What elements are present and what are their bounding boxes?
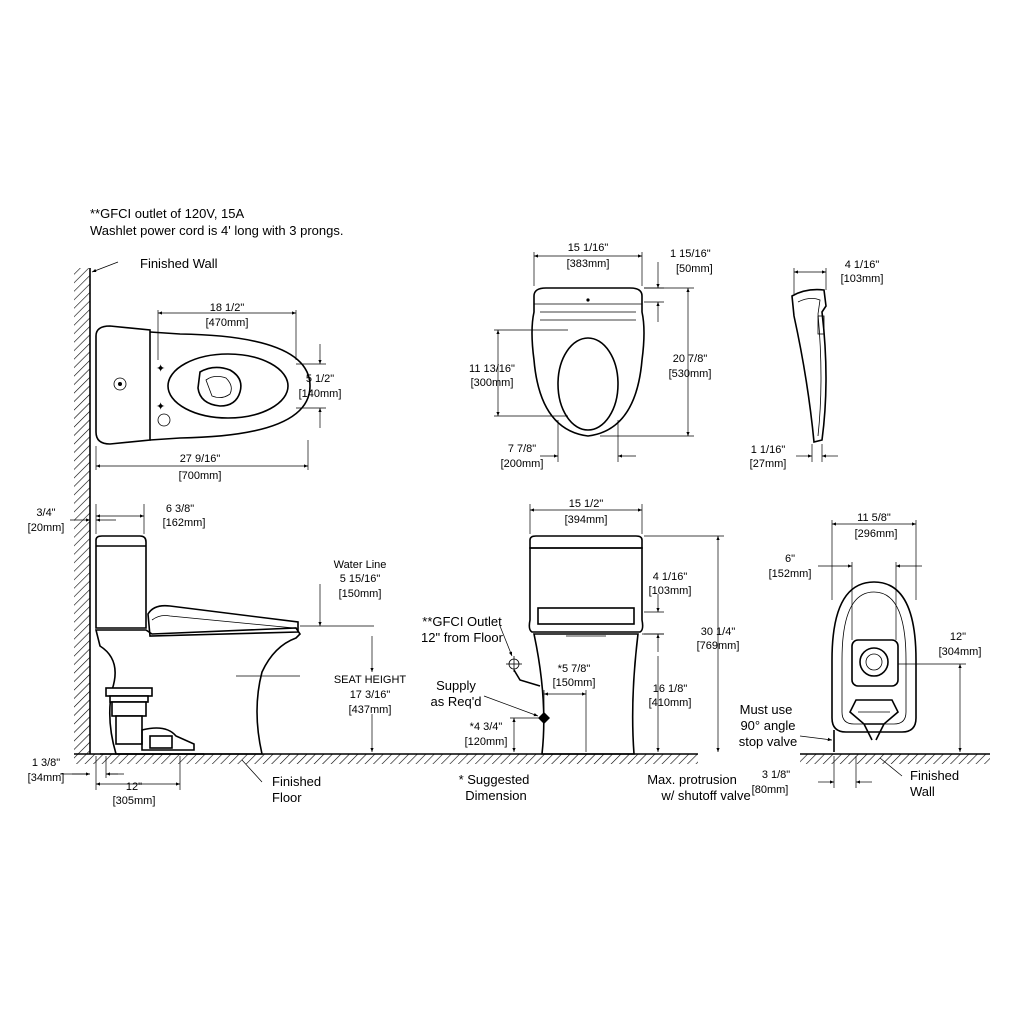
toilet-front-view [528, 535, 644, 755]
finished-floor [74, 753, 698, 764]
dim-seat-length-mm: [530mm] [669, 368, 712, 380]
dim-water-in: 5 15/16" [340, 573, 381, 585]
dim-rear-width-mm: [296mm] [855, 528, 898, 540]
label-protrusion-2: w/ shutoff valve [660, 788, 750, 803]
finished-wall-left [74, 268, 91, 754]
label-supply-2: as Req'd [431, 694, 482, 709]
dim-front-rim-in: 16 1/8" [653, 683, 688, 695]
dim-front-width-mm: [394mm] [565, 514, 608, 526]
label-protrusion-1: Max. protrusion [647, 772, 737, 787]
label-valve-3: stop valve [739, 734, 798, 749]
dim-seat-depth-mm: [103mm] [841, 273, 884, 285]
dim-supply-width-in: *5 7/8" [558, 663, 591, 675]
seat-top-view [531, 287, 645, 437]
label-finished-floor-2: Floor [272, 790, 302, 805]
floor-rear [800, 753, 990, 764]
dim-floor-gap-mm: [34mm] [28, 772, 65, 784]
dim-side-tank-in: 6 3/8" [166, 503, 194, 515]
toilet-rear-view [831, 581, 917, 752]
dim-seat-width-in: 15 1/16" [568, 242, 609, 254]
dim-rear-height-mm: [304mm] [939, 646, 982, 658]
label-suggested-1: * Suggested [459, 772, 530, 787]
toilet-side-view [94, 535, 302, 755]
dim-rough-mm: [305mm] [113, 795, 156, 807]
dim-supply-width-mm: [150mm] [553, 677, 596, 689]
label-supply-1: Supply [436, 678, 476, 693]
dim-supply-height-mm: [120mm] [465, 736, 508, 748]
gfci-outlet-symbol [506, 656, 541, 687]
svg-text:✦: ✦ [156, 363, 165, 375]
note-power-cord: Washlet power cord is 4' long with 3 pro… [90, 223, 343, 238]
dim-seat-length-in: 20 7/8" [673, 353, 708, 365]
dim-seat-front-in: 7 7/8" [508, 443, 536, 455]
dim-seat-depth-in: 4 1/16" [845, 259, 880, 271]
dim-seat-hinge-mm: [50mm] [676, 263, 713, 275]
dim-rear-height-in: 12" [950, 631, 966, 643]
label-gfci-outlet-1: **GFCI Outlet [422, 614, 502, 629]
dim-front-rim-mm: [410mm] [649, 697, 692, 709]
dim-top-width-mm: [470mm] [206, 317, 249, 329]
supply-symbol [538, 712, 550, 724]
label-finished-wall-top: Finished Wall [140, 256, 218, 271]
dim-seat-front-mm: [200mm] [501, 458, 544, 470]
dim-seat-opening-mm: [300mm] [471, 377, 514, 389]
dim-seat-width-mm: [383mm] [567, 258, 610, 270]
dim-top-offset-mm: [140mm] [299, 388, 342, 400]
dim-seat-hinge-in: 1 15/16" [670, 248, 711, 260]
dim-seat-thick-in: 1 1/16" [751, 444, 786, 456]
dim-top-length-in: 27 9/16" [180, 453, 221, 465]
dim-front-lid-in: 4 1/16" [653, 571, 688, 583]
seat-side-view [791, 288, 827, 444]
toilet-top-view: ✦ ✦ [95, 325, 311, 445]
dim-seat-height-mm: [437mm] [349, 704, 392, 716]
dim-side-wall-gap-mm: [20mm] [28, 522, 65, 534]
dim-rough-in: 12" [126, 781, 142, 793]
label-gfci-outlet-2: 12" from Floor [421, 630, 504, 645]
label-valve-1: Must use [740, 702, 793, 717]
dim-floor-gap-in: 1 3/8" [32, 757, 60, 769]
note-gfci: **GFCI outlet of 120V, 15A [90, 206, 245, 221]
dim-rear-inner-in: 6" [785, 553, 795, 565]
dim-seat-opening-in: 11 13/16" [469, 363, 515, 375]
label-finished-wall-rear-1: Finished [910, 768, 959, 783]
label-finished-wall-rear-2: Wall [910, 784, 935, 799]
dim-front-total-mm: [769mm] [697, 640, 740, 652]
label-water-line: Water Line [334, 559, 387, 571]
dim-front-lid-mm: [103mm] [649, 585, 692, 597]
dim-seat-height-in: 17 3/16" [350, 689, 391, 701]
dim-rear-protrude-mm: [80mm] [752, 784, 789, 796]
dim-top-offset-in: 5 1/2" [306, 373, 334, 385]
label-suggested-2: Dimension [465, 788, 526, 803]
label-finished-floor-1: Finished [272, 774, 321, 789]
dim-rear-protrude-in: 3 1/8" [762, 769, 790, 781]
label-seat-height: SEAT HEIGHT [334, 674, 407, 686]
dim-top-length-mm: [700mm] [179, 470, 222, 482]
dim-rear-inner-mm: [152mm] [769, 568, 812, 580]
dim-supply-height-in: *4 3/4" [470, 721, 503, 733]
dim-top-width-in: 18 1/2" [210, 302, 245, 314]
svg-text:✦: ✦ [156, 401, 165, 413]
dim-front-width-in: 15 1/2" [569, 498, 604, 510]
dim-front-total-in: 30 1/4" [701, 626, 736, 638]
dim-seat-thick-mm: [27mm] [750, 458, 787, 470]
dim-rear-width-in: 11 5/8" [857, 512, 891, 524]
label-valve-2: 90° angle [740, 718, 795, 733]
dim-water-mm: [150mm] [339, 588, 382, 600]
dim-side-tank-mm: [162mm] [163, 517, 206, 529]
dim-side-wall-gap-in: 3/4" [36, 507, 55, 519]
